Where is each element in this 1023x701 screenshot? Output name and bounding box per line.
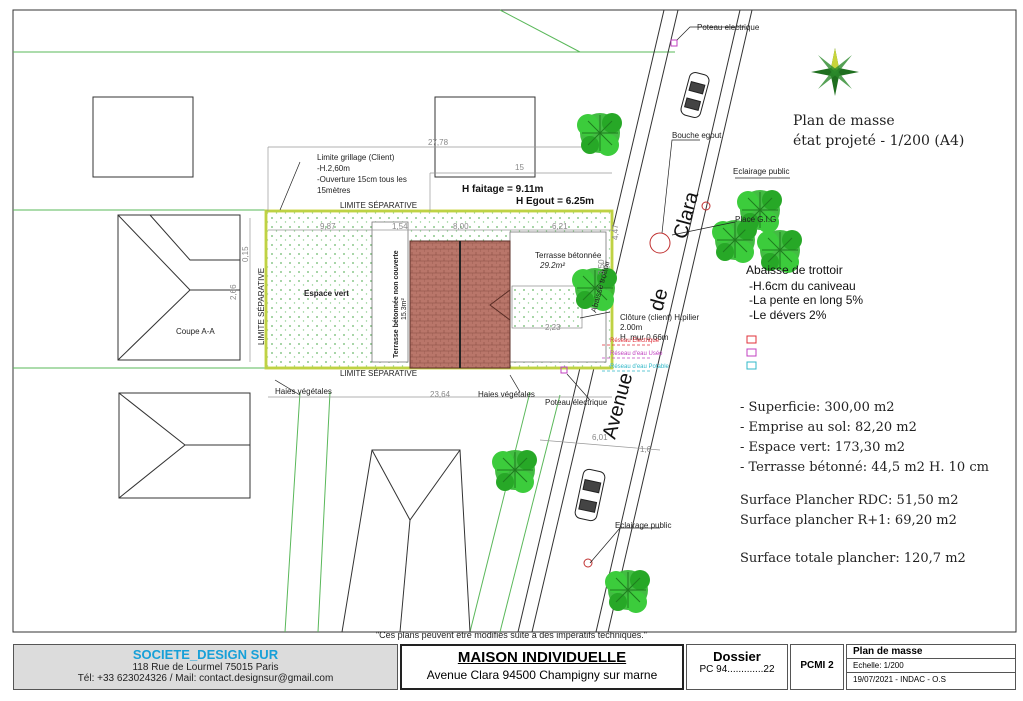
terrasse-non-couverte: [371, 221, 409, 363]
surface-r1: Surface plancher R+1: 69,20 m2: [740, 513, 957, 528]
label-espace-vert: Espace vert: [304, 289, 349, 298]
project-block: MAISON INDIVIDUELLE Avenue Clara 94500 C…: [400, 644, 684, 690]
company-block: SOCIETE_DESIGN SUR 118 Rue de Lourmel 75…: [13, 644, 398, 690]
pcmi-block: PCMI 2: [790, 644, 844, 690]
label-limite-sep-left: LIMITE SÉPARATIVE: [257, 268, 266, 345]
surface-rdc: Surface Plancher RDC: 51,50 m2: [740, 493, 959, 508]
label-haies-mid: Haies végétales: [478, 390, 535, 399]
dim-27-78: 27,78: [428, 138, 449, 147]
label-terrasse-non-couverte-area: 15.3m²: [401, 298, 408, 320]
sheet-echelle: Echelle: 1/200: [847, 659, 1015, 673]
label-limite-grillage-4: 15mètres: [317, 186, 350, 195]
dim-6-21: 6,21: [552, 222, 568, 231]
label-terrasse-non-couverte: Terrasse bétonnée non couverte: [393, 250, 400, 358]
legend-reseau-elec: Réseau Electrique: [610, 338, 660, 344]
label-place-gig: Place G.I.G: [735, 215, 776, 224]
plan-title-line2: état projeté - 1/200 (A4): [793, 133, 964, 149]
disclaimer-note: "Ces plans peuvent être modifiés suite à…: [375, 630, 648, 640]
label-eclairage-top: Eclairage public: [733, 167, 789, 176]
label-limite-sep-top: LIMITE SÉPARATIVE: [340, 201, 417, 210]
house-roof: [409, 240, 511, 369]
company-name: SOCIETE_DESIGN SUR: [132, 647, 279, 662]
surface-totale: Surface totale plancher: 120,7 m2: [740, 551, 966, 566]
place-gig-marker: [649, 232, 671, 254]
company-address: 118 Rue de Lourmel 75015 Paris: [132, 662, 279, 673]
label-eclairage-bottom: Eclairage public: [615, 521, 671, 530]
poteau-marker-top: [670, 39, 678, 47]
sheet-title: Plan de masse: [847, 645, 1015, 659]
street-clara: Clara: [670, 189, 704, 242]
label-h-faitage: H faitage = 9.11m: [462, 184, 544, 195]
stat-espace-vert: - Espace vert: 173,30 m2: [740, 440, 905, 455]
label-cloture-2: 2.00m: [620, 323, 643, 332]
label-cloture-3: H. mur 0.66m: [620, 333, 669, 342]
label-limite-sep-bottom: LIMITE SÉPARATIVE: [340, 369, 417, 378]
dim-0-15: 0,15: [241, 246, 250, 262]
dim-2-23: 2,23: [545, 323, 561, 332]
label-cloture-1: Clôture (client) H.pilier: [620, 313, 699, 322]
label-limite-grillage-2: -H.2,60m: [317, 164, 350, 173]
label-coupe: Coupe A-A: [176, 327, 215, 336]
stat-superficie: - Superficie: 300,00 m2: [740, 400, 895, 415]
label-poteau-top: Poteau electrique: [697, 23, 760, 32]
sheet-date: 19/07/2021 - INDAC - O.S: [853, 675, 946, 684]
dossier-value: PC 94.............22: [699, 664, 775, 675]
abaisse-line-1: Abaisse de trottoir: [746, 263, 843, 277]
label-terrasse-area: 29.2m²: [539, 261, 565, 270]
sheet-block: Plan de masse Echelle: 1/200 19/07/2021 …: [846, 644, 1016, 690]
dim-15: 15: [515, 163, 524, 172]
drawing-frame: [12, 9, 1017, 633]
legend-reseau-usee: Réseau d'eau Usée: [610, 351, 663, 357]
dim-1-6: 1,6: [640, 445, 652, 454]
abaisse-line-3: -La pente en long 5%: [749, 293, 863, 307]
stat-terrasse: - Terrasse bétonné: 44,5 m2 H. 10 cm: [740, 460, 989, 475]
dim-2-66: 2,66: [229, 284, 238, 300]
dim-8-00: 8,00: [453, 222, 469, 231]
dim-4-47: 4,47: [611, 224, 620, 240]
project-address: Avenue Clara 94500 Champigny sur marne: [426, 668, 658, 682]
dim-6-01: 6,01: [592, 433, 608, 442]
dim-1-54: 1,54: [392, 222, 408, 231]
dossier-block: Dossier PC 94.............22: [686, 644, 788, 690]
street-de: de: [646, 286, 673, 313]
dossier-label: Dossier: [713, 649, 761, 664]
eclairage-marker-top: [701, 201, 711, 211]
pcmi-label: PCMI 2: [800, 660, 834, 671]
abaisse-line-2: -H.6cm du caniveau: [749, 279, 856, 293]
north-arrow-icon: [811, 48, 859, 96]
label-limite-grillage-1: Limite grillage (Client): [317, 153, 395, 162]
poteau-marker-mid: [560, 366, 568, 374]
label-h-egout: H Egout = 6.25m: [516, 196, 594, 207]
eclairage-marker-bottom: [583, 558, 593, 568]
dim-3-50: 3,50: [597, 259, 606, 275]
plan-title-line1: Plan de masse: [793, 113, 895, 129]
label-terrasse-betonnee: Terrasse bétonnée: [535, 251, 602, 260]
neighbour-buildings: [92, 96, 536, 633]
dim-23-64: 23,64: [430, 390, 451, 399]
label-haies-left: Haies végétales: [275, 387, 332, 396]
label-limite-grillage-3: -Ouverture 15cm tous les: [317, 175, 407, 184]
company-contact: Tél: +33 623024326 / Mail: contact.desig…: [77, 673, 334, 684]
label-poteau-mid: Poteau électrique: [545, 398, 608, 407]
network-legend-marks: [602, 335, 757, 372]
project-title: MAISON INDIVIDUELLE: [457, 649, 627, 666]
dimension-lines: [249, 146, 661, 451]
cars: [574, 72, 710, 522]
label-bouche-egout: Bouche egout: [672, 131, 722, 140]
dim-9-87: 9,87: [320, 222, 336, 231]
stat-emprise: - Emprise au sol: 82,20 m2: [740, 420, 917, 435]
abaisse-line-4: -Le dévers 2%: [749, 308, 827, 322]
legend-reseau-potable: Réseau d'eau Potable: [610, 364, 670, 370]
